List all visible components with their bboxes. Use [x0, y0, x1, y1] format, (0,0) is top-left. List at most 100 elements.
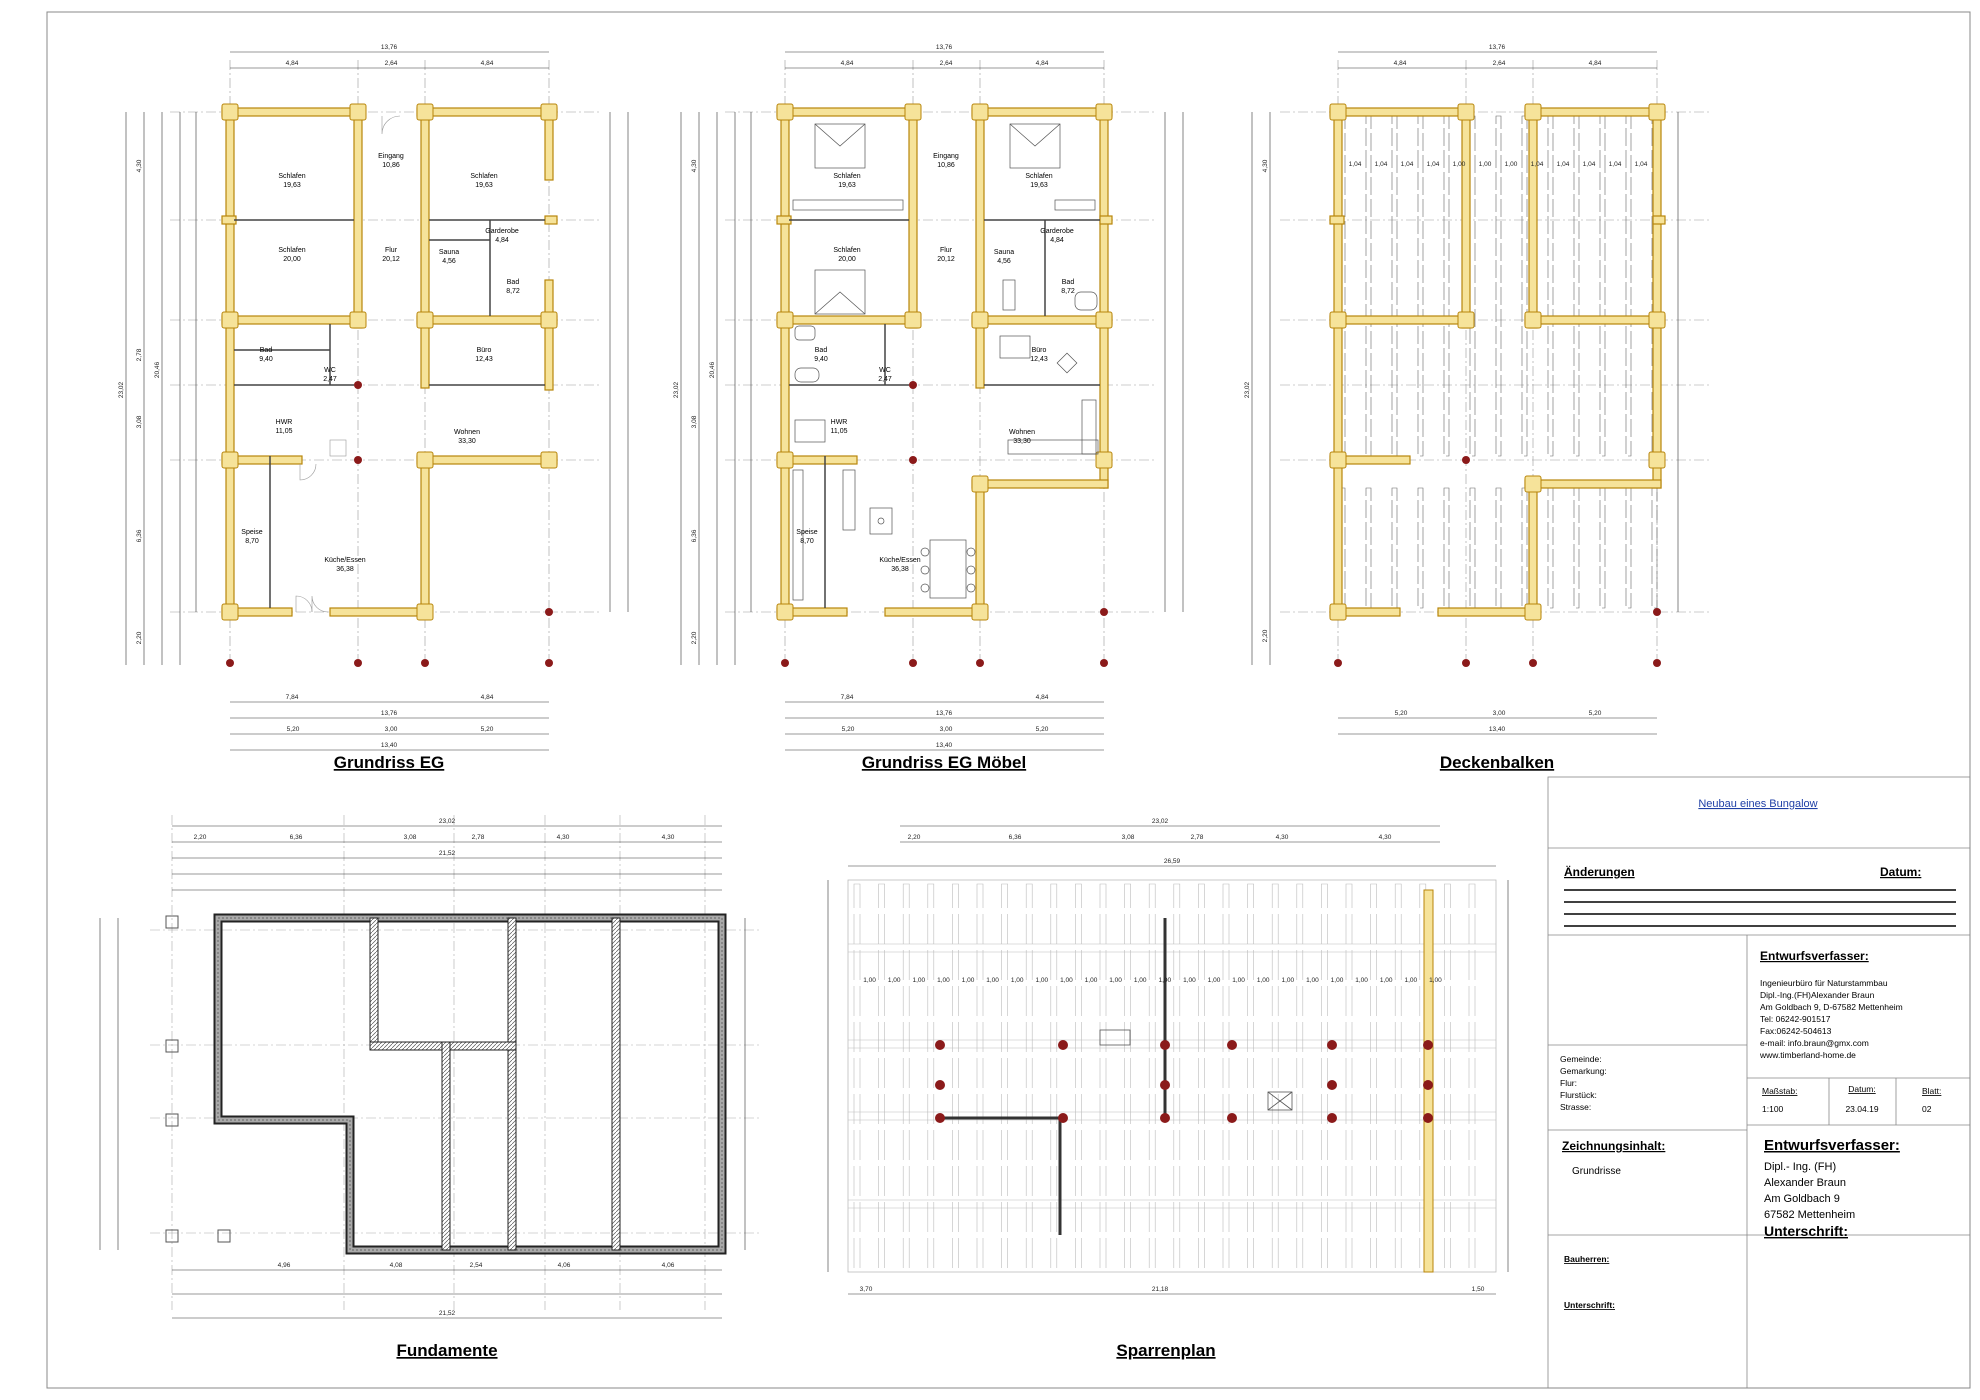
room-label: Garderobe — [485, 228, 519, 235]
dimension-label: 6,36 — [136, 529, 143, 542]
room-area: 20,00 — [283, 256, 301, 263]
designer-line: e-mail: info.braun@gmx.com — [1760, 1038, 1869, 1048]
room-area: 11,05 — [276, 428, 293, 435]
rafter-spacing-label: 1,00 — [1257, 977, 1270, 984]
room-label: Eingang — [378, 153, 404, 160]
room-label: Schlafen — [278, 247, 305, 254]
rafter — [1198, 883, 1205, 1269]
scale-value: 1:100 — [1762, 1104, 1784, 1114]
dimension-label: 4,84 — [1036, 60, 1049, 67]
dimension-label: 4,08 — [390, 1262, 403, 1269]
rafter-spacing-label: 1,00 — [888, 977, 901, 984]
dimension-label: 13,40 — [381, 742, 398, 749]
rafter — [1271, 883, 1279, 1269]
room-label: Schlafen — [1025, 173, 1052, 180]
room-area: 4,84 — [495, 237, 509, 244]
dimension-label: 7,84 — [286, 694, 299, 701]
beam-spacing-label: 1,04 — [1635, 161, 1648, 168]
room-label: Speise — [796, 529, 818, 536]
dimension-label: 4,84 — [1589, 60, 1602, 67]
rafter-spacing-label: 1,00 — [986, 977, 999, 984]
rafter — [878, 883, 885, 1269]
project-title[interactable]: Neubau eines Bungalow — [1698, 798, 1817, 810]
dimension-label: 4,30 — [662, 834, 675, 841]
dimension-label: 3,00 — [1493, 710, 1506, 717]
room-label: Wohnen — [1009, 429, 1035, 436]
dimension-label: 21,52 — [439, 850, 456, 857]
dimension-label: 4,84 — [481, 60, 494, 67]
dimension-label: 4,84 — [841, 60, 854, 67]
dimension-label: 4,84 — [286, 60, 299, 67]
room-label: Schlafen — [833, 173, 860, 180]
dimension-label: 2,78 — [1191, 834, 1204, 841]
room-area: 12,43 — [475, 356, 493, 363]
designer-heading: Entwurfsverfasser: — [1760, 949, 1869, 963]
room-area: 8,70 — [245, 538, 259, 545]
dimension-label: 3,08 — [691, 415, 698, 428]
ceiling-beam — [1391, 115, 1398, 457]
beam-spacing-label: 1,00 — [1453, 161, 1466, 168]
signer-line: Am Goldbach 9 — [1764, 1193, 1840, 1205]
room-label: Schlafen — [833, 247, 860, 254]
ceiling-beam — [1365, 487, 1372, 609]
room-label: Bad — [507, 279, 520, 286]
ceiling-beam — [1573, 487, 1580, 609]
dimension-label: 21,18 — [1152, 1286, 1169, 1293]
dimension-label: 6,36 — [691, 529, 698, 542]
room-label: Bad — [260, 347, 273, 354]
rafter — [1247, 883, 1254, 1269]
room-label: Flur — [940, 247, 953, 254]
dimension-label: 5,20 — [1589, 710, 1602, 717]
dimension-label: 2,54 — [470, 1262, 483, 1269]
dimension-label: 6,36 — [1009, 834, 1022, 841]
rafter — [1222, 883, 1230, 1269]
room-label: Garderobe — [1040, 228, 1074, 235]
dimension-label: 4,30 — [1262, 159, 1269, 172]
dimension-label: 3,00 — [385, 726, 398, 733]
dimension-label: 23,02 — [1152, 818, 1169, 825]
dimension-label: 7,84 — [841, 694, 854, 701]
rafter — [1075, 883, 1082, 1269]
dimension-label: 2,78 — [136, 348, 143, 361]
ceiling-beam — [1495, 115, 1502, 457]
room-label: Büro — [1032, 347, 1047, 354]
room-label: Sauna — [994, 249, 1014, 256]
ceiling-beam — [1599, 115, 1606, 457]
dimension-label: 4,30 — [1276, 834, 1289, 841]
rafter — [927, 883, 935, 1269]
dimension-label: 13,40 — [1489, 726, 1506, 733]
beam-spacing-label: 1,04 — [1427, 161, 1440, 168]
rafter — [1001, 883, 1008, 1269]
room-area: 33,30 — [1013, 438, 1031, 445]
rafter-spacing-label: 1,00 — [1011, 977, 1024, 984]
rafter — [902, 883, 910, 1269]
date-label: Datum: — [1880, 865, 1921, 879]
dimension-label: 13,76 — [936, 44, 953, 51]
room-area: 19,63 — [1030, 182, 1048, 189]
dimension-label: 23,02 — [1244, 381, 1251, 398]
room-label: Schlafen — [470, 173, 497, 180]
room-area: 2,47 — [878, 376, 892, 383]
room-label: Eingang — [933, 153, 959, 160]
rafter — [1099, 883, 1107, 1269]
dimension-label: 4,96 — [278, 1262, 291, 1269]
site-field-label: Flur: — [1560, 1078, 1577, 1088]
room-area: 4,56 — [997, 258, 1011, 265]
beam-spacing-label: 1,04 — [1349, 161, 1362, 168]
rafter-spacing-label: 1,00 — [1429, 977, 1442, 984]
dimension-label: 2,64 — [385, 60, 398, 67]
room-label: Büro — [477, 347, 492, 354]
room-area: 8,72 — [506, 288, 520, 295]
ceiling-beam — [1521, 487, 1528, 609]
room-label: Speise — [241, 529, 263, 536]
